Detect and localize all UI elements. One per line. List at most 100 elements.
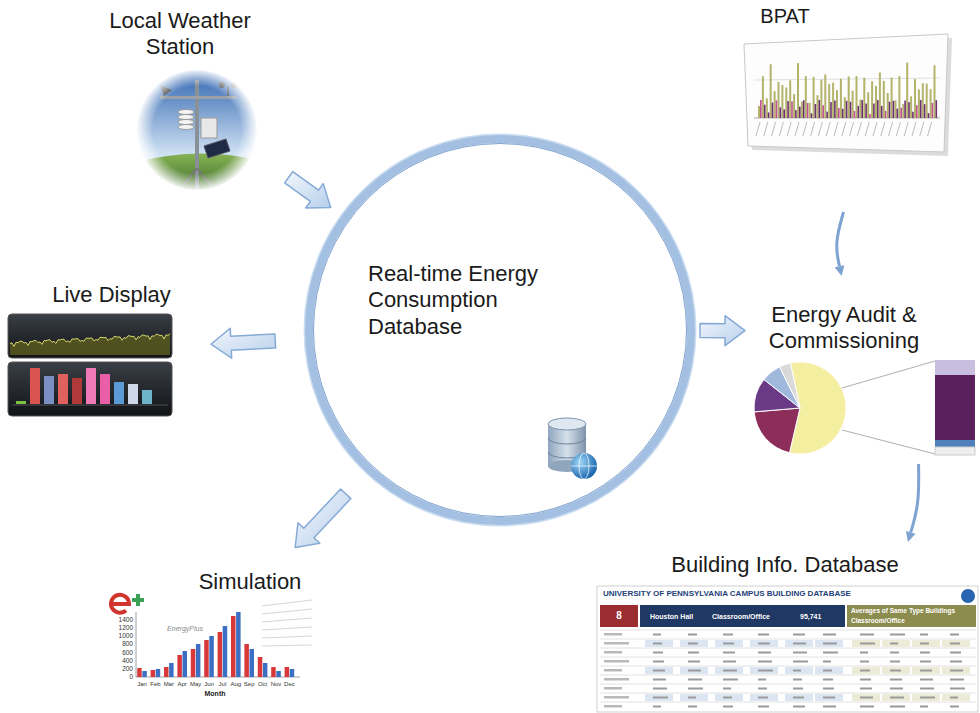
node-label: Local Weather Station — [85, 8, 275, 61]
node-label: Real-time Energy Consumption Database — [368, 261, 583, 340]
chart-bar — [936, 100, 938, 118]
table-value — [920, 661, 931, 663]
node-label: Live Display — [44, 282, 179, 308]
chart-bar — [204, 640, 209, 677]
pie-slice — [754, 408, 800, 453]
chart-bar — [762, 76, 764, 118]
tick-mark — [857, 122, 861, 136]
chart-bar — [904, 101, 906, 118]
table-value — [890, 652, 899, 654]
chart-bar — [865, 104, 867, 118]
chart-bar — [809, 103, 811, 118]
chart-bar — [918, 89, 920, 118]
block-arrow — [700, 316, 745, 346]
table-value — [793, 706, 805, 708]
table-cell-fill — [882, 667, 910, 674]
chart-bar — [875, 86, 877, 118]
table-cell-fill — [942, 640, 970, 647]
weather-station-photo — [137, 70, 257, 192]
table-cell: Averages of Same Type Buildings — [851, 608, 955, 615]
chart-bar — [848, 76, 850, 118]
tick-mark — [787, 122, 791, 136]
chart-bar — [781, 85, 783, 118]
energyplus-logo — [132, 598, 144, 602]
table-value — [860, 670, 870, 672]
table-value — [950, 643, 960, 645]
chart-bar — [834, 101, 836, 118]
output-node: Live Display — [4, 280, 183, 420]
axis-tick-label: 600 — [122, 649, 133, 656]
table-value — [890, 679, 902, 681]
chart-bar — [832, 83, 834, 118]
table-value — [823, 643, 837, 645]
pie-slice — [780, 363, 800, 408]
table-value — [653, 634, 661, 636]
axis-tick-label: Mar — [164, 681, 174, 687]
table-cell-fill — [715, 694, 743, 701]
table-value — [823, 679, 833, 681]
table-value — [688, 688, 703, 690]
table-value — [688, 670, 701, 672]
chart-bar — [258, 657, 263, 677]
table-value — [793, 634, 805, 636]
table-value — [860, 688, 872, 690]
chart-bar — [807, 103, 809, 118]
table-value — [860, 697, 873, 699]
chart-bar — [770, 64, 772, 118]
chart-bar — [838, 108, 840, 118]
chart-bar — [137, 668, 142, 677]
table-cell-fill — [785, 667, 813, 674]
chart-axis — [136, 612, 137, 677]
chart-bar — [783, 109, 785, 118]
row-line — [600, 639, 976, 640]
row-line — [600, 657, 976, 658]
tick-mark — [834, 122, 838, 136]
db-cylinder-top — [548, 418, 586, 430]
chart-bar — [793, 94, 795, 118]
table-cell-fill — [680, 694, 708, 701]
table-value — [860, 706, 874, 708]
trend-line — [10, 334, 170, 355]
tick-mark — [795, 122, 799, 136]
chart-bar — [852, 91, 854, 118]
tick-mark — [865, 122, 869, 136]
table-value — [653, 670, 665, 672]
table-value — [950, 679, 964, 681]
chart-card — [744, 34, 948, 152]
chart-bar — [191, 649, 196, 677]
chart-bar — [801, 102, 803, 118]
bar-chart — [756, 63, 937, 136]
row-heading — [604, 633, 622, 636]
chart-bar — [854, 111, 856, 118]
display-bar — [114, 382, 124, 404]
block-arrow-shape — [211, 328, 276, 358]
table-cell-fill — [942, 667, 970, 674]
axis-tick-label: 800 — [122, 641, 133, 648]
row-line — [600, 666, 976, 667]
table-value — [758, 697, 768, 699]
chart-bar — [893, 101, 895, 118]
row-line — [600, 693, 976, 694]
table-value — [688, 634, 697, 636]
node-label: Building Info. Database — [660, 552, 910, 578]
tick-mark — [826, 122, 830, 136]
axis-tick-label: Aug — [230, 681, 241, 687]
table-value — [758, 688, 767, 690]
table-value — [793, 652, 807, 654]
chart-bar — [926, 84, 928, 118]
circle-outline — [303, 133, 697, 527]
chart-bar — [858, 106, 860, 118]
tick-mark — [896, 122, 900, 136]
chart-bar — [797, 63, 799, 118]
chart-bar — [250, 649, 255, 677]
table-value — [758, 643, 770, 645]
chart-bar — [285, 667, 290, 677]
chart-bar — [916, 105, 918, 118]
table-value — [860, 643, 875, 645]
sky — [137, 70, 257, 190]
chart-bar — [830, 102, 832, 118]
chart-bar — [932, 103, 934, 118]
row-heading — [604, 678, 629, 681]
